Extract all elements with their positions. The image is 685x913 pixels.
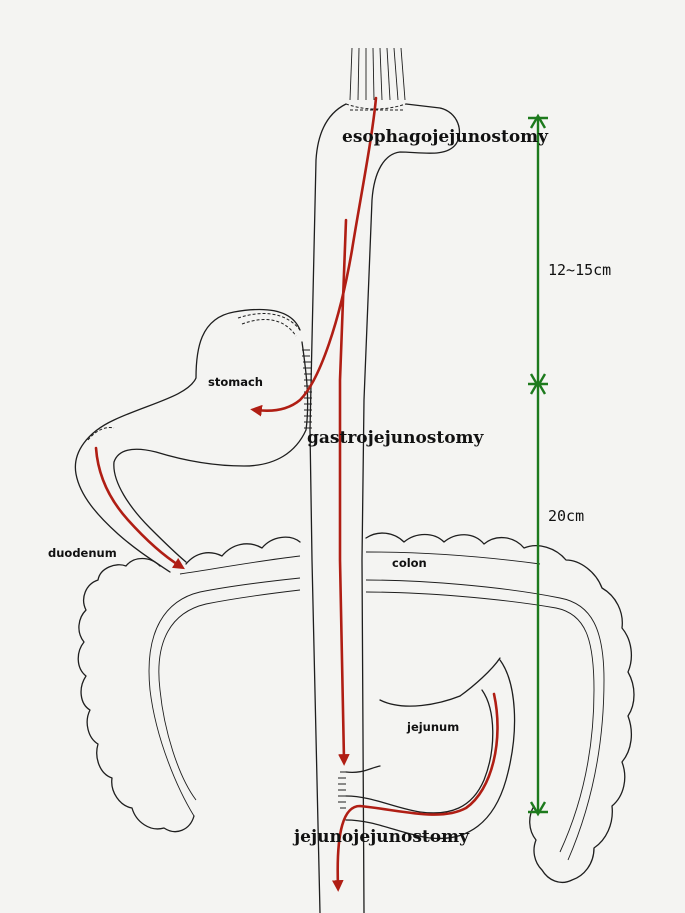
label-stomach: stomach <box>208 375 263 389</box>
label-jejunojejunostomy: jejunojejunostomy <box>292 827 470 847</box>
colon <box>77 532 635 884</box>
label-gastrojejunostomy: gastrojejunostomy <box>307 428 485 448</box>
label-esophagojejunostomy: esophagojejunostomy <box>342 127 549 147</box>
flow-arrow-roux-limb <box>338 218 350 766</box>
label-jejunum: jejunum <box>406 720 459 734</box>
label-colon: colon <box>392 556 427 570</box>
flow-arrow-duodenum <box>94 446 185 570</box>
measurement-lower-label: 20cm <box>548 507 584 525</box>
staple-lines <box>302 109 405 809</box>
roux-limb <box>309 103 461 913</box>
flow-arrows <box>94 96 499 892</box>
label-duodenum: duodenum <box>48 546 117 560</box>
flow-arrow-esophagus-to-stomach <box>250 96 378 417</box>
measurement-upper-label: 12~15cm <box>548 261 611 279</box>
jejunum <box>345 657 516 840</box>
flow-arrow-jejunum <box>331 692 499 892</box>
measurement-bars <box>528 113 548 817</box>
stomach <box>74 308 309 573</box>
